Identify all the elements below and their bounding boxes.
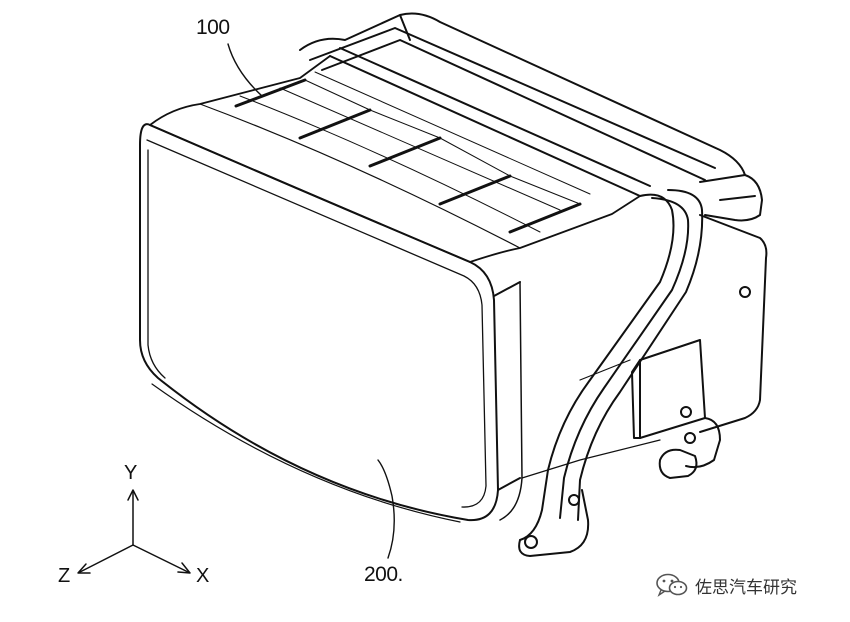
watermark-text: 佐思汽车研究 <box>695 577 797 598</box>
x-axis-line <box>132 544 189 573</box>
y-axis-arrow <box>127 489 139 501</box>
axis-label-y: Y <box>124 462 138 484</box>
leader-200 <box>377 459 395 559</box>
wechat-icon <box>656 573 688 597</box>
leader-100 <box>227 43 263 97</box>
watermark: 佐思汽车研究 <box>655 572 797 598</box>
lens-housing <box>139 123 523 523</box>
x-axis-arrow <box>177 562 191 574</box>
cooling-fins <box>234 78 582 234</box>
axis-label-z: Z <box>58 565 71 587</box>
reference-numeral-100: 100 <box>196 16 230 39</box>
coordinate-axes <box>77 489 191 574</box>
leader-lines <box>227 43 395 559</box>
axis-label-x: X <box>196 565 210 587</box>
top-cover <box>149 55 641 263</box>
connector-block <box>521 214 768 479</box>
z-axis-arrow <box>77 563 91 574</box>
frame-rails <box>299 12 763 222</box>
side-bracket <box>518 189 704 557</box>
reference-numeral-200: 200. <box>364 563 403 586</box>
z-axis-line <box>79 544 134 573</box>
